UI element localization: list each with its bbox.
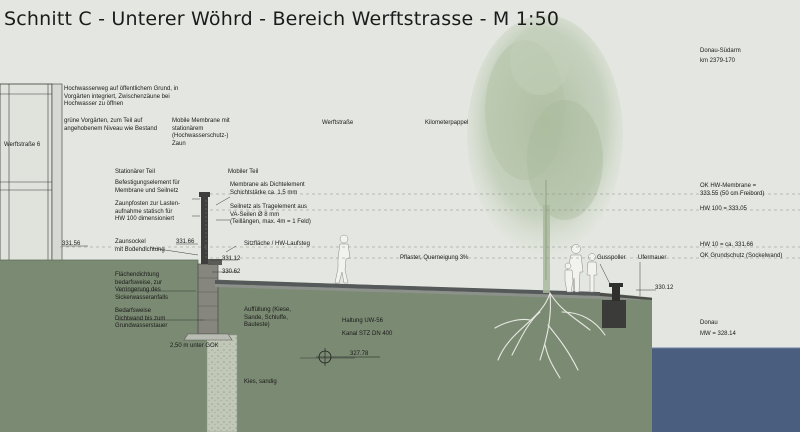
river-water (652, 348, 800, 432)
label-mw: MW = 328.14 (700, 331, 736, 337)
label-haltung: Haltung UW-56 (342, 318, 383, 324)
road-surface (215, 280, 600, 296)
label-befestigung: Befestigungselement für Membrane und Sei… (115, 180, 180, 194)
fence-base (183, 263, 233, 341)
quay-wall (600, 283, 652, 328)
tree-roots (494, 292, 606, 379)
label-gusspoller: Gusspoller (597, 255, 626, 261)
label-werftstrasse-6: Werftstraße 6 (4, 142, 41, 148)
sealing-wall (207, 335, 237, 432)
label-elevation-331-66: 331.66 (176, 239, 195, 245)
leader-lines (62, 196, 656, 359)
label-sitzflaeche: Sitzfläche / HW-Laufsteg (244, 241, 310, 247)
label-mobiler-teil: Mobiler Teil (228, 169, 259, 175)
label-auffuellung: Auffüllung (Kiese, Sande, Schluffe, Baut… (244, 307, 291, 329)
label-elevation-327-78: 327.78 (350, 351, 369, 357)
label-ufermauer: Ufermauer (638, 255, 667, 261)
label-ok-hw-membrane: OK HW-Membrane = 333.55 (50 cm Freibord) (700, 183, 765, 197)
label-flaechendichtung: Flächendichtung bedarfsweise, zur Verrin… (115, 272, 169, 301)
label-zaunsockel: Zaunsockel mit Bodendichtung (115, 239, 165, 253)
label-kilometerpappel: Kilometerpappel (425, 120, 469, 126)
label-donau: Donau (700, 320, 718, 326)
label-werftstrasse: Werftstraße (322, 120, 354, 126)
tree (467, 15, 623, 293)
label-kies: Kies, sandig (244, 379, 277, 385)
label-ok-grundschutz: OK Grundschutz (Sockelwand) (700, 253, 783, 259)
soil-body (0, 260, 652, 432)
label-hw100: HW 100 = 333.05 (700, 206, 747, 212)
label-mobile-membrane: Mobile Membrane mit stationärem (Hochwas… (172, 118, 230, 147)
person-family (564, 244, 598, 293)
level-lines (60, 193, 800, 259)
label-hochwasserweg: Hochwasserweg auf öffentlichem Grund, in… (64, 86, 179, 108)
label-elevation-331-56: 331.56 (62, 241, 81, 247)
page-title: Schnitt C - Unterer Wöhrd - Bereich Werf… (4, 8, 560, 30)
label-gok: 2,50 m unter GOK (170, 343, 219, 349)
label-elevation-331-12: 331.12 (222, 256, 241, 262)
seating-step (208, 259, 222, 265)
label-seilnetz: Seilnetz als Tragelement aus VA-Seilen Ø… (230, 204, 311, 226)
label-elevation-330-62: 330.62 (222, 269, 241, 275)
label-pflaster: Pflaster, Querneigung 3% (400, 255, 469, 261)
fence-post (201, 196, 208, 264)
sewer-pipe-symbol (316, 348, 380, 366)
label-bedarfsweise: Bedarfsweise Dichtwand bis zum Grundwass… (115, 308, 168, 330)
label-vorgaerten: grüne Vorgärten, zum Teil auf angehobene… (64, 118, 158, 132)
label-elevation-330-12: 330.12 (655, 285, 674, 291)
label-hw10: HW 10 = ca. 331.66 (700, 242, 754, 248)
label-zaunpfosten: Zaunpfosten zur Lasten- aufnahme statisc… (115, 201, 181, 223)
label-kanal: Kanal STZ DN 400 (342, 331, 393, 337)
label-membrane-dicht: Membrane als Dichtelement Schichtstärke … (230, 182, 305, 196)
label-km: km 2379-170 (700, 58, 736, 64)
label-donau-suedarm: Donau-Südarm (700, 48, 741, 54)
building-facade (0, 83, 63, 265)
label-stationaerer-teil: Stationärer Teil (115, 169, 155, 175)
